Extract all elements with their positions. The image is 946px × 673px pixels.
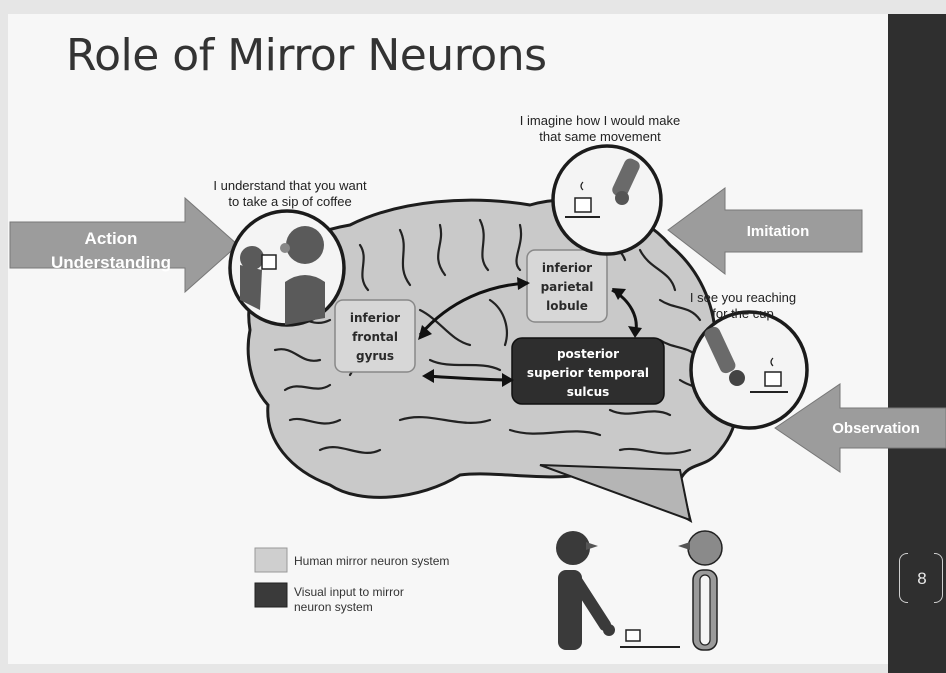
- region-posterior-superior-temporal-sulcus: posterior superior temporal sulcus: [512, 338, 664, 404]
- observation-label: Observation: [832, 420, 920, 437]
- understand-caption-line2: to take a sip of coffee: [228, 194, 351, 209]
- see-caption-line2: for the cup: [712, 306, 773, 321]
- imitation-label: Imitation: [747, 223, 810, 240]
- ifg-label-line2: frontal: [352, 330, 398, 344]
- action-understanding-circle: [230, 211, 344, 325]
- ifg-label-line1: inferior: [350, 311, 400, 325]
- psts-label-line3: sulcus: [567, 385, 610, 399]
- observer-figures: [556, 531, 722, 650]
- action-understanding-arrow: Action Understanding: [10, 198, 238, 292]
- psts-label-line1: posterior: [557, 347, 619, 361]
- legend-swatch-light: [255, 548, 287, 572]
- ifg-label-line3: gyrus: [356, 349, 394, 363]
- imagine-caption-line1: I imagine how I would make: [520, 113, 680, 128]
- ipl-label-line1: inferior: [542, 261, 592, 275]
- understand-caption-line1: I understand that you want: [213, 178, 367, 193]
- legend-swatch-dark: [255, 583, 287, 607]
- legend: Human mirror neuron system Visual input …: [255, 548, 449, 614]
- region-inferior-parietal-lobule: inferior parietal lobule: [527, 250, 607, 322]
- see-caption-line1: I see you reaching: [690, 290, 796, 305]
- legend-visual-line2: neuron system: [294, 600, 373, 614]
- psts-label-line2: superior temporal: [527, 366, 649, 380]
- legend-human-mirror: Human mirror neuron system: [294, 554, 449, 568]
- ipl-label-line3: lobule: [546, 299, 588, 313]
- action-label-line2: Understanding: [51, 253, 171, 272]
- observation-circle: [691, 312, 807, 428]
- imagine-caption-line2: that same movement: [539, 129, 661, 144]
- region-inferior-frontal-gyrus: inferior frontal gyrus: [335, 300, 415, 372]
- legend-visual-line1: Visual input to mirror: [294, 585, 404, 599]
- imitation-arrow: Imitation: [668, 188, 862, 274]
- action-label-line1: Action: [85, 229, 138, 248]
- ipl-label-line2: parietal: [541, 280, 594, 294]
- imitation-circle: [553, 146, 661, 254]
